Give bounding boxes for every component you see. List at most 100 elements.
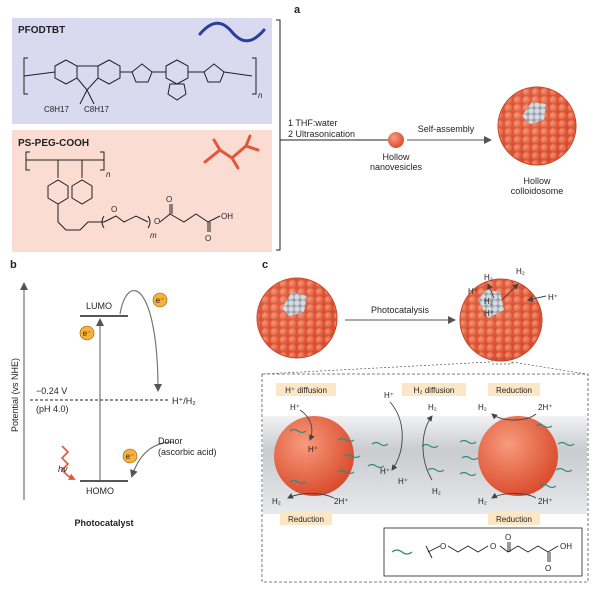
lumo-label: LUMO xyxy=(86,301,112,311)
colloidosome-label-2: colloidosome xyxy=(511,186,564,196)
h2-c3: H₂ xyxy=(432,487,441,496)
legend-o1: O xyxy=(440,542,446,551)
self-assembly-label: Self-assembly xyxy=(418,124,475,134)
reduction-arrow-left xyxy=(287,493,335,499)
particle-left xyxy=(274,416,354,496)
reduction-label-top: Reduction xyxy=(496,386,532,395)
two-hplus-c1: 2H⁺ xyxy=(334,497,348,506)
h2-top-3: H₂ xyxy=(484,297,493,306)
zoom-region xyxy=(491,357,513,365)
colloidosome-label-1: Hollow xyxy=(523,176,551,186)
electron-label: e⁻ xyxy=(83,329,92,338)
reduction-box-top xyxy=(488,383,540,396)
legend-o3: O xyxy=(505,533,511,542)
reduction-label-right: Reduction xyxy=(496,515,532,524)
potential-value: −0.24 V xyxy=(36,386,67,396)
pspeg-o2: O xyxy=(154,217,160,226)
homo-label: HOMO xyxy=(86,486,114,496)
photocatalysis-label: Photocatalysis xyxy=(371,305,430,315)
colloidosome-c-right xyxy=(459,278,543,362)
nanovesicle xyxy=(388,132,404,148)
h2-c1: H₂ xyxy=(272,497,281,506)
hplus-top-2: H⁺ xyxy=(548,293,558,302)
zoom-lines xyxy=(263,361,587,375)
electron-label: e⁻ xyxy=(126,452,135,461)
h2-c5: H₂ xyxy=(478,497,487,506)
pspeg-repeat-n: n xyxy=(106,170,111,179)
h2-diffusion-box xyxy=(402,383,466,396)
panel-a-bracket xyxy=(276,19,392,251)
panel-a-label: a xyxy=(294,4,301,16)
hplus-c3: H⁺ xyxy=(384,391,394,400)
pspeg-repeat-m: m xyxy=(150,231,157,240)
two-hplus-c3: 2H⁺ xyxy=(538,497,552,506)
donor-arrow xyxy=(130,441,175,478)
pfodtbt-name: PFODTBT xyxy=(18,25,65,36)
hplus-c5: H⁺ xyxy=(398,477,408,486)
light-wave xyxy=(60,445,76,480)
h-diffusion-box xyxy=(276,383,336,396)
hplus-c2: H⁺ xyxy=(308,445,318,454)
nanovesicle-label-2: nanovesicles xyxy=(370,162,423,172)
electron-transfer-arrow xyxy=(119,290,162,392)
hv-label: hν xyxy=(58,464,68,474)
h2-diffusion-arrow xyxy=(422,415,433,481)
pspeg-o4: O xyxy=(205,234,211,243)
hplus-top-1: H⁺ xyxy=(468,287,478,296)
ph-value: (pH 4.0) xyxy=(36,404,69,414)
h2-top-1: H₂ xyxy=(484,273,493,282)
pfodtbt-side-chain-2: C8H17 xyxy=(84,105,109,114)
h2-c2: H₂ xyxy=(428,403,437,412)
step-2: 2 Ultrasonication xyxy=(288,129,355,139)
hplus-c1: H⁺ xyxy=(290,403,300,412)
electron-label: e⁻ xyxy=(156,296,165,305)
colloidosome-c-left xyxy=(256,277,338,359)
pfodtbt-repeat: n xyxy=(258,91,263,100)
panel-b-label: b xyxy=(10,259,17,271)
reduction-arrow-right xyxy=(491,492,537,499)
h2-diffusion-label: H₂ diffusion xyxy=(414,386,455,395)
legend-o4: O xyxy=(545,564,551,573)
reduction-box-right xyxy=(488,512,540,525)
h2-top-2: H₂ xyxy=(516,267,525,276)
colloidosome-a xyxy=(497,86,577,166)
pspeg-oh: OH xyxy=(221,212,233,221)
photocatalyst-title: Photocatalyst xyxy=(74,518,133,528)
legend-o2: O xyxy=(490,542,496,551)
h2-c4: H₂ xyxy=(478,403,487,412)
pspeg-box xyxy=(12,130,272,252)
couple-label: H⁺/H₂ xyxy=(172,396,196,406)
electron-icons: e⁻ e⁻ e⁻ xyxy=(79,292,168,464)
pspeg-structure xyxy=(25,151,221,232)
legend-chain-icon xyxy=(391,549,413,555)
step-1: 1 THF:water xyxy=(288,118,337,128)
h-diffusion-label: H⁺ diffusion xyxy=(285,386,327,395)
reduction-arrow-top xyxy=(491,413,537,421)
two-hplus-c2: 2H⁺ xyxy=(538,403,552,412)
pspeg-chain-icon xyxy=(203,134,260,170)
legend-structure xyxy=(425,542,559,562)
legend-box xyxy=(383,527,583,577)
pfodtbt-side-chain-1: C8H17 xyxy=(44,105,69,114)
peg-chains xyxy=(289,423,575,489)
potential-axis-label: Potential (vs NHE) xyxy=(10,358,20,432)
donor-label-2: (ascorbic acid) xyxy=(158,447,217,457)
reduction-box-left xyxy=(280,512,332,525)
legend-oh: OH xyxy=(560,542,572,551)
pspeg-name: PS-PEG-COOH xyxy=(18,138,89,149)
pspeg-o3: O xyxy=(166,195,172,204)
hplus-top-3: H⁺ xyxy=(484,309,494,318)
h2-release-arrow-1 xyxy=(487,283,495,299)
h2-release-arrow-2 xyxy=(501,283,519,301)
hplus-cross-arrow xyxy=(389,401,403,471)
donor-label-1: Donor xyxy=(158,436,183,446)
hplus-entry-arrow xyxy=(527,295,547,302)
hplus-c4: H⁺ xyxy=(380,467,390,476)
pfodtbt-structure xyxy=(23,57,257,105)
reduction-label-left: Reduction xyxy=(288,515,324,524)
particle-right xyxy=(478,416,558,496)
nanovesicle-label-1: Hollow xyxy=(382,152,410,162)
pfodtbt-chain-icon xyxy=(198,21,266,43)
